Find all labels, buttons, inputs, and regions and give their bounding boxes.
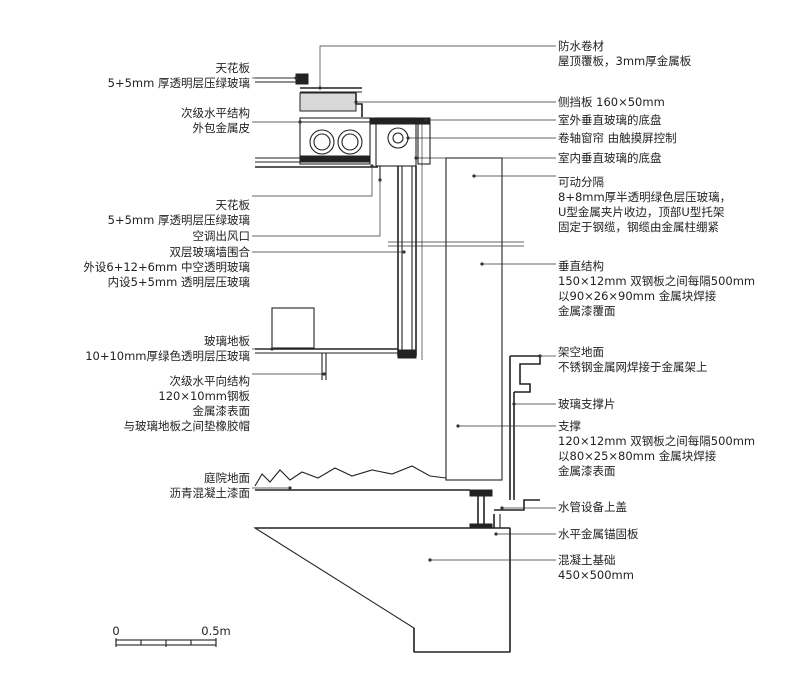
label-roller-blind-line-0: 卷轴窗帘 由触摸屏控制 — [558, 131, 677, 145]
leader-dot-ceiling-mid — [370, 164, 374, 168]
label-raised-floor-line-0: 架空地面 — [558, 345, 604, 359]
leader-dot-side-board — [354, 100, 358, 104]
label-ceiling-mid-line-1: 5+5mm 厚透明层压绿玻璃 — [108, 213, 250, 227]
leader-dot-anchor-plate — [494, 532, 498, 536]
leader-dot-ceiling-top — [294, 76, 298, 80]
leader-dot-inner-glass-base — [414, 156, 418, 160]
leader-dot-waterproof — [318, 86, 322, 90]
label-concrete-footing-line-1: 450×500mm — [558, 568, 634, 582]
label-vertical-structure-line-0: 垂直结构 — [558, 259, 604, 273]
label-movable-partition-line-1: 8+8mm厚半透明绿色层压玻璃， — [558, 190, 731, 204]
leader-dot-double-glass-wall — [402, 250, 406, 254]
scale-bar: 0 0.5m — [112, 624, 231, 647]
label-inner-glass-base-line-0: 室内垂直玻璃的底盘 — [558, 151, 662, 165]
scale-start-label: 0 — [112, 624, 119, 638]
leader-dot-courtyard-ground — [288, 486, 292, 490]
leader-waterproof — [319, 45, 556, 88]
label-vertical-structure-line-1: 150×12mm 双钢板之间每隔500mm — [558, 274, 755, 288]
label-ceiling-mid-line-0: 天花板 — [216, 198, 251, 212]
label-movable-partition-line-0: 可动分隔 — [558, 175, 604, 189]
glass-floor-assembly — [255, 307, 398, 380]
label-secondary-horizontal-2-line-2: 金属漆表面 — [193, 404, 251, 418]
scale-end-label: 0.5m — [201, 624, 231, 638]
label-ac-vent-line-0: 空调出风口 — [193, 229, 251, 243]
label-glass-floor-line-1: 10+10mm厚绿色透明层压玻璃 — [85, 349, 250, 363]
roof-assembly — [255, 73, 431, 168]
label-secondary-horizontal-2-line-3: 与玻璃地板之间垫橡胶帽 — [124, 419, 251, 433]
label-anchor-plate-line-0: 水平金属锚固板 — [558, 527, 639, 541]
courtyard-ground — [254, 465, 470, 491]
leader-dot-secondary-horizontal — [298, 120, 302, 124]
leader-dot-outer-glass-base — [424, 118, 428, 122]
leader-dot-concrete-footing — [428, 558, 432, 562]
label-concrete-footing-line-0: 混凝土基础 — [558, 553, 616, 567]
label-support-line-1: 120×12mm 双钢板之间每隔500mm — [558, 434, 755, 448]
leader-ceiling-mid — [252, 166, 373, 197]
leader-dot-vertical-structure — [480, 262, 484, 266]
leader-dot-roller-blind — [406, 136, 410, 140]
label-waterproof-line-1: 屋顶覆板，3mm厚金属板 — [558, 54, 692, 68]
label-glass-floor-line-0: 玻璃地板 — [204, 334, 250, 348]
leader-dot-support — [456, 424, 460, 428]
label-pipe-cover-line-0: 水管设备上盖 — [558, 500, 627, 514]
leader-dot-secondary-horizontal-2 — [322, 372, 326, 376]
label-vertical-structure-line-3: 金属漆覆面 — [558, 304, 616, 318]
label-support-line-2: 以80×25×80mm 金属块焊接 — [558, 449, 717, 463]
label-secondary-horizontal-line-0: 次级水平结构 — [181, 106, 250, 120]
label-secondary-horizontal-line-1: 外包金属皮 — [193, 121, 251, 135]
leader-dot-pipe-cover — [500, 506, 504, 510]
label-courtyard-ground-line-1: 沥青混凝土漆面 — [170, 486, 251, 500]
leader-ac-vent — [252, 180, 381, 237]
double-glass-wall — [379, 124, 423, 360]
leader-dot-movable-partition — [472, 174, 476, 178]
label-support-line-3: 金属漆表面 — [558, 464, 616, 478]
side-board-plate — [369, 117, 431, 125]
leader-lines — [252, 45, 556, 562]
label-secondary-horizontal-2-line-1: 120×10mm钢板 — [158, 389, 250, 403]
partition-panel — [445, 157, 503, 481]
label-ceiling-top-line-1: 5+5mm 厚透明层压绿玻璃 — [108, 76, 250, 90]
label-secondary-horizontal-2-line-0: 次级水平向结构 — [170, 374, 251, 388]
insulation-layer — [299, 92, 357, 112]
concrete-footing — [253, 527, 511, 653]
label-raised-floor-line-1: 不锈钢金属网焊接于金属架上 — [558, 360, 708, 374]
label-movable-partition-line-2: U型金属夹片收边，顶部U型托架 — [558, 205, 724, 219]
leader-dot-glass-floor — [270, 347, 274, 351]
leader-dot-glass-support — [512, 402, 516, 406]
movable-partition — [388, 157, 524, 481]
label-vertical-structure-line-2: 以90×26×90mm 金属块焊接 — [558, 289, 717, 303]
leader-dot-ac-vent — [378, 178, 382, 182]
label-side-board-line-0: 侧挡板 160×50mm — [558, 95, 665, 109]
leader-dot-raised-floor — [538, 354, 542, 358]
label-outer-glass-base-line-0: 室外垂直玻璃的底盘 — [558, 113, 662, 127]
label-movable-partition-line-3: 固定于钢缆，钢缆由金属柱绷紧 — [558, 220, 719, 234]
label-waterproof-line-0: 防水卷材 — [558, 39, 604, 53]
label-support-line-0: 支撑 — [558, 419, 581, 433]
label-glass-support-line-0: 玻璃支撑片 — [558, 397, 616, 411]
label-double-glass-wall-line-0: 双层玻璃墙围合 — [170, 245, 251, 259]
label-courtyard-ground-line-0: 庭院地面 — [204, 471, 250, 485]
label-double-glass-wall-line-1: 外设6+12+6mm 中空透明玻璃 — [83, 260, 250, 274]
label-double-glass-wall-line-2: 内设5+5mm 透明层压玻璃 — [108, 275, 250, 289]
label-ceiling-top-line-0: 天花板 — [216, 61, 251, 75]
